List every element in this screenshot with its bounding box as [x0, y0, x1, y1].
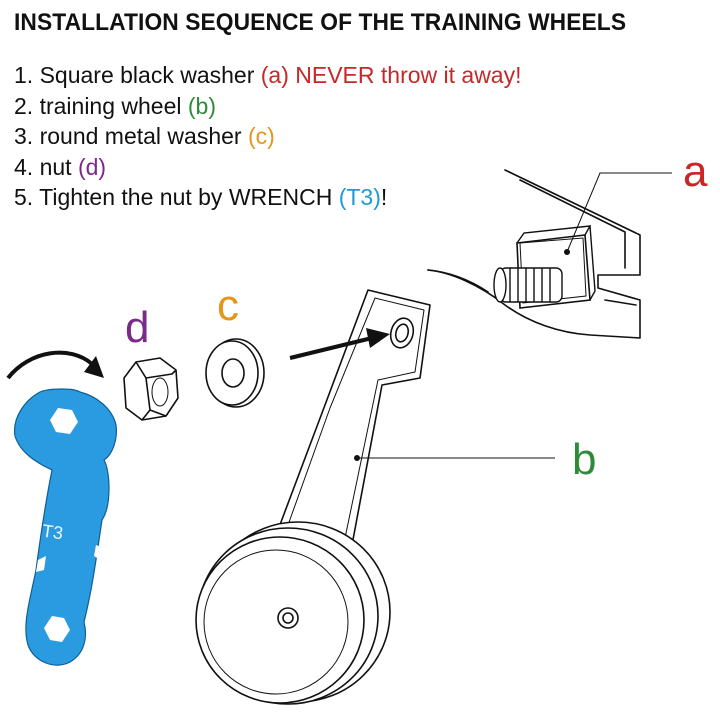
instruction-list: 1. Square black washer (a) NEVER throw i… — [14, 60, 522, 213]
label-b: b — [572, 435, 597, 484]
step-4-highlight: (d) — [77, 153, 107, 180]
label-c: c — [217, 281, 239, 330]
bolt-thread — [493, 267, 563, 303]
step-5-highlight: (T3) — [338, 184, 381, 210]
step-2-highlight: (b) — [187, 92, 217, 119]
step-3: 3. round metal washer (c) — [14, 123, 275, 149]
label-d: d — [125, 303, 150, 352]
page-title: INSTALLATION SEQUENCE OF THE TRAINING WH… — [14, 9, 627, 36]
step-3-highlight: (c) — [247, 123, 275, 149]
step-4: 4. nut (d) — [14, 153, 107, 180]
label-a: a — [683, 147, 708, 196]
step-2: 2. training wheel (b) — [14, 92, 217, 119]
round-washer — [205, 338, 265, 408]
wrench-marking: T3 — [40, 520, 65, 544]
bike-frame — [427, 169, 641, 339]
step-5: 5. Tighten the nut by WRENCH (T3)! — [14, 184, 388, 210]
step-1-highlight: (a) NEVER throw it away! — [260, 62, 522, 88]
leader-line-a — [566, 172, 672, 253]
leader-dot-a — [564, 249, 570, 255]
training-wheel-bracket — [277, 289, 431, 546]
leader-dot-b — [354, 455, 360, 461]
wheel — [195, 521, 391, 705]
curved-arrow-icon — [6, 350, 104, 380]
hex-nut — [123, 357, 179, 421]
straight-arrow-icon — [289, 328, 390, 360]
step-1: 1. Square black washer (a) NEVER throw i… — [14, 62, 522, 88]
wrench-icon — [13, 388, 117, 666]
